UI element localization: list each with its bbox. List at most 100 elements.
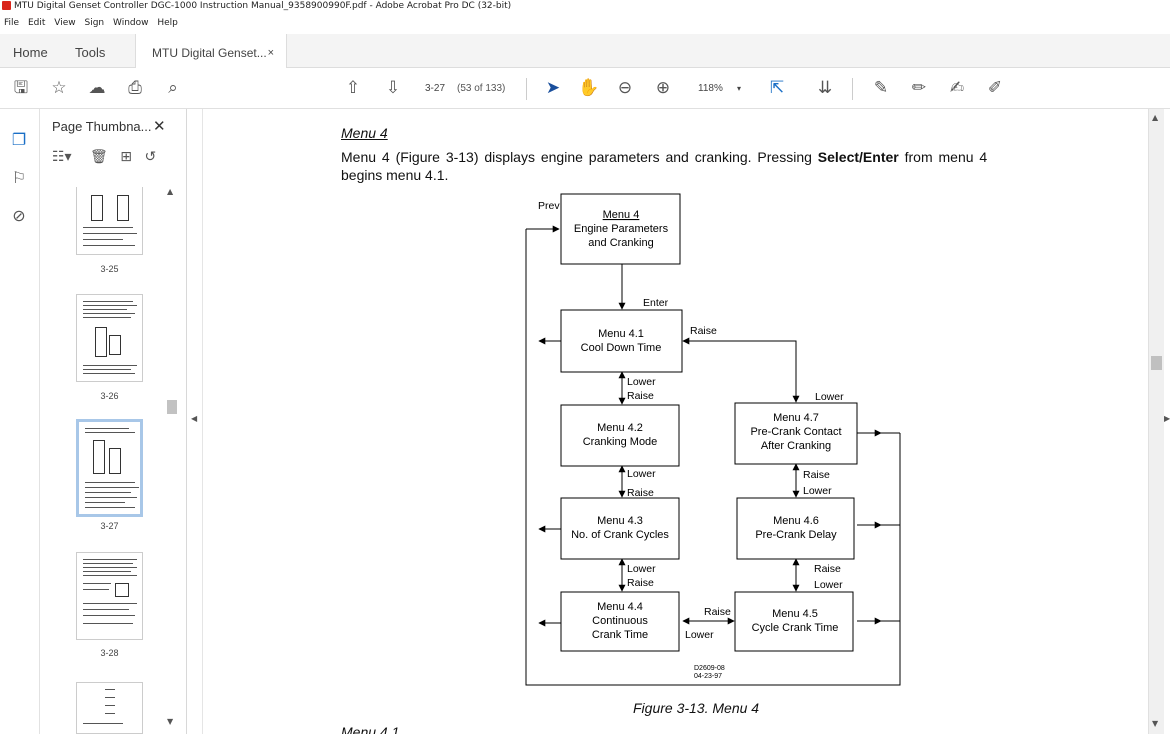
tab-home[interactable]: Home bbox=[13, 45, 48, 60]
window-title: MTU Digital Genset Controller DGC-1000 I… bbox=[14, 1, 512, 11]
rotate-page-icon[interactable]: ↺ bbox=[144, 149, 157, 165]
close-icon[interactable]: ✕ bbox=[153, 117, 166, 135]
diagram-connector bbox=[682, 337, 800, 403]
diagram-label-raise: Raise bbox=[627, 577, 654, 589]
diagram-label-lower: Lower bbox=[814, 579, 843, 591]
page-number-input[interactable]: 3-27 bbox=[425, 83, 446, 94]
scroll-mode-icon[interactable]: ⇊ bbox=[817, 78, 833, 98]
paragraph-bold: Select/Enter bbox=[817, 149, 899, 165]
zoom-in-icon[interactable]: ⊕ bbox=[655, 78, 671, 98]
search-zoom-icon[interactable]: ⌕ bbox=[168, 78, 178, 98]
toolbar-divider bbox=[526, 78, 527, 100]
diagram-box-title: Menu 4.3 bbox=[597, 515, 643, 527]
diagram-connector bbox=[525, 269, 901, 686]
diagram-label-raise: Raise bbox=[803, 469, 830, 481]
attachments-icon[interactable]: ⊘ bbox=[12, 206, 26, 225]
scroll-down-icon[interactable]: ▼ bbox=[1152, 719, 1159, 728]
toolbar: 🖫 ☆ ☁ ⎙ ⌕ ⇧ ⇩ 3-27 (53 of 133) ➤ ✋ ⊖ ⊕ 1… bbox=[0, 68, 1170, 109]
scroll-thumb[interactable] bbox=[1151, 356, 1162, 370]
comment-icon[interactable]: ✎ bbox=[873, 78, 889, 98]
tab-close-icon[interactable]: × bbox=[267, 47, 274, 59]
collapse-left-icon: ◀ bbox=[191, 414, 198, 423]
diagram-box-menu-4-6 bbox=[736, 497, 855, 560]
diagram-label-prev: Prev bbox=[538, 200, 560, 212]
tab-tools[interactable]: Tools bbox=[75, 45, 106, 60]
thumbnail-options-icon[interactable]: ☷▾ bbox=[52, 149, 72, 165]
diagram-box-title: Menu 4.1 bbox=[598, 328, 644, 340]
menu-help[interactable]: Help bbox=[157, 18, 178, 28]
select-cursor-icon[interactable]: ➤ bbox=[545, 78, 561, 98]
next-page-icon[interactable]: ⇩ bbox=[385, 78, 401, 98]
diagram-box-menu-4-7 bbox=[734, 402, 858, 465]
diagram-box-title: Menu 4.2 bbox=[597, 422, 643, 434]
diagram-box-text: Crank Time bbox=[592, 629, 648, 641]
delete-page-icon[interactable]: 🗑 bbox=[90, 149, 108, 165]
thumbnails-panel-title: Page Thumbna... bbox=[52, 119, 152, 134]
hand-tool-icon[interactable]: ✋ bbox=[578, 78, 600, 98]
diagram-label-lower: Lower bbox=[627, 563, 656, 575]
panel-collapse-handle[interactable]: ◀ bbox=[187, 109, 203, 734]
bookmark-star-icon[interactable]: ☆ bbox=[51, 78, 67, 98]
thumbnail-label: 3-28 bbox=[100, 648, 119, 658]
scroll-up-icon[interactable]: ▲ bbox=[167, 187, 174, 196]
menu-window[interactable]: Window bbox=[113, 18, 149, 28]
figure-caption: Figure 3-13. Menu 4 bbox=[633, 700, 760, 716]
fill-sign-icon[interactable]: ✐ bbox=[987, 78, 1003, 98]
menu-sign[interactable]: Sign bbox=[84, 18, 105, 28]
chevron-down-icon[interactable]: ▾ bbox=[737, 84, 742, 93]
menu-view[interactable]: View bbox=[54, 18, 76, 28]
thumbnail-label: 3-26 bbox=[100, 391, 119, 401]
document-scrollbar[interactable]: ▲ ▼ bbox=[1148, 109, 1164, 734]
diagram-box-text: Engine Parameters bbox=[574, 223, 669, 235]
scroll-up-icon[interactable]: ▲ bbox=[1152, 113, 1159, 122]
thumbnails-panel: Page Thumbna... ✕ ☷▾ 🗑 ⊞ ↺ 3-25 bbox=[40, 109, 187, 734]
title-bar: MTU Digital Genset Controller DGC-1000 I… bbox=[0, 0, 1170, 12]
menu-4-flow-diagram: Menu 4 Engine Parameters and Cranking Me… bbox=[525, 193, 901, 686]
bookmarks-icon[interactable]: ⚐ bbox=[11, 168, 27, 187]
toolbar-divider bbox=[852, 78, 853, 100]
thumbnail-page-selected[interactable] bbox=[76, 419, 143, 517]
print-icon[interactable]: ⎙ bbox=[128, 78, 142, 98]
diagram-box-menu-4-1 bbox=[560, 309, 683, 373]
scroll-down-icon[interactable]: ▼ bbox=[167, 717, 174, 726]
paragraph-text: from menu 4 bbox=[904, 149, 988, 165]
thumbnail-page[interactable] bbox=[76, 187, 143, 255]
sign-icon[interactable]: ✍ bbox=[949, 78, 965, 98]
scroll-thumb[interactable] bbox=[167, 400, 177, 414]
right-panel-toggle[interactable]: ▶ bbox=[1164, 109, 1170, 734]
fit-page-icon[interactable]: ⇱ bbox=[769, 78, 785, 98]
menu-edit[interactable]: Edit bbox=[27, 18, 46, 28]
diagram-label-enter: Enter bbox=[643, 297, 669, 309]
thumbnail-page[interactable] bbox=[76, 294, 143, 382]
prev-page-icon[interactable]: ⇧ bbox=[345, 78, 361, 98]
expand-right-icon: ▶ bbox=[1164, 414, 1170, 423]
zoom-level-select[interactable]: 118% bbox=[698, 83, 723, 94]
diagram-box-text: and Cranking bbox=[588, 237, 653, 249]
diagram-box-text: Cool Down Time bbox=[581, 342, 662, 354]
save-icon[interactable]: 🖫 bbox=[13, 78, 29, 98]
page-thumbnails-icon[interactable]: ❐ bbox=[11, 130, 27, 149]
diagram-box-menu-4-5 bbox=[734, 591, 854, 652]
paragraph-line-1: Menu 4 (Figure 3-13) displays engine par… bbox=[341, 149, 1061, 165]
diagram-label-raise: Raise bbox=[627, 390, 654, 402]
diagram-label-lower: Lower bbox=[627, 468, 656, 480]
thumbnail-label: 3-27 bbox=[100, 521, 119, 531]
diagram-box-text: Cycle Crank Time bbox=[752, 622, 839, 634]
tab-document-label: MTU Digital Genset... bbox=[152, 46, 267, 60]
diagram-box-title: Menu 4.4 bbox=[597, 601, 643, 613]
insert-page-icon[interactable]: ⊞ bbox=[120, 149, 132, 165]
zoom-out-icon[interactable]: ⊖ bbox=[617, 78, 633, 98]
thumbnail-page[interactable] bbox=[76, 552, 143, 640]
cloud-upload-icon[interactable]: ☁ bbox=[88, 78, 106, 98]
pdf-app-icon bbox=[2, 1, 11, 10]
diagram-label-lower: Lower bbox=[685, 629, 714, 641]
thumbnail-page[interactable] bbox=[76, 682, 143, 734]
diagram-box-text: After Cranking bbox=[761, 440, 831, 452]
diagram-label-lower: Lower bbox=[815, 391, 844, 403]
thumbnails-scrollbar[interactable]: ▲ ▼ bbox=[166, 187, 177, 734]
diagram-box-menu-4-3 bbox=[560, 497, 680, 560]
menu-file[interactable]: File bbox=[4, 18, 20, 28]
tab-document[interactable]: MTU Digital Genset... × bbox=[135, 34, 287, 69]
highlight-pen-icon[interactable]: ✏ bbox=[911, 78, 927, 98]
